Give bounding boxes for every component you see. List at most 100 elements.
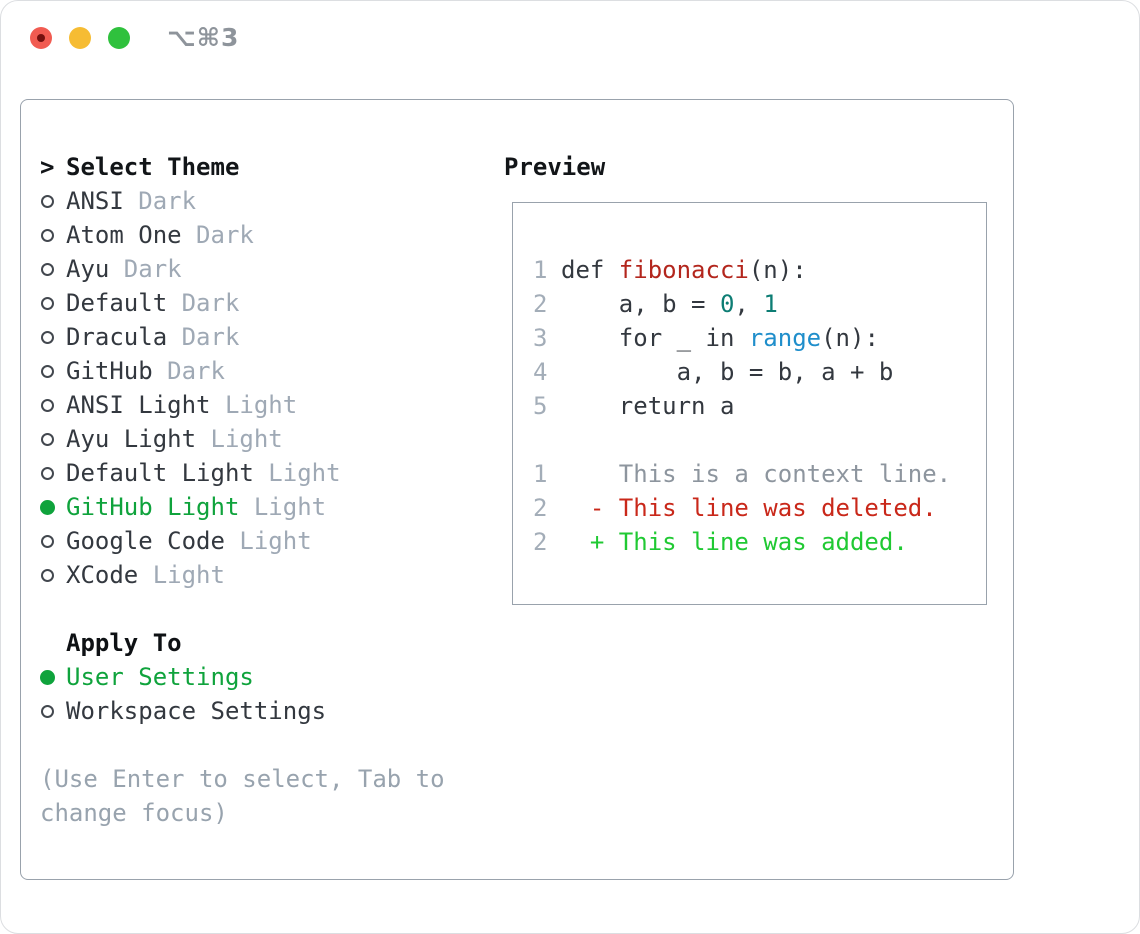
theme-variant-label: Dark: [167, 323, 240, 351]
theme-variant-label: Light: [253, 459, 341, 487]
code-segment-plain: return a: [561, 392, 735, 420]
code-segment-plain: def: [561, 256, 619, 284]
theme-option-label: GitHub Light: [66, 493, 240, 521]
code-segment-context: This is a context line.: [561, 460, 952, 488]
theme-option-label: Google Code: [66, 527, 225, 555]
theme-option-default[interactable]: Default Dark: [40, 286, 500, 320]
apply-option-workspace-settings[interactable]: Workspace Settings: [40, 694, 500, 728]
theme-option-label: GitHub: [66, 357, 153, 385]
line-number: 3: [533, 324, 548, 352]
apply-to-header: Apply To: [40, 626, 500, 660]
code-segment-plain: ,: [734, 290, 764, 318]
close-button[interactable]: [30, 27, 52, 49]
theme-option-label: XCode: [66, 561, 139, 589]
theme-option-default-light[interactable]: Default Light Light: [40, 456, 500, 490]
line-number: 1: [533, 460, 548, 488]
theme-option-google-code[interactable]: Google Code Light: [40, 524, 500, 558]
line-number: 2: [533, 290, 548, 318]
theme-option-xcode[interactable]: XCode Light: [40, 558, 500, 592]
line-number: 2: [533, 494, 548, 522]
code-segment-plain: for _ in: [561, 324, 749, 352]
line-number: 5: [533, 392, 548, 420]
theme-option-github-light[interactable]: GitHub Light Light: [40, 490, 500, 524]
preview-line: [533, 423, 986, 457]
radio-icon: [40, 704, 66, 718]
theme-option-label: Ayu: [66, 255, 110, 283]
theme-option-github[interactable]: GitHub Dark: [40, 354, 500, 388]
theme-option-label: Ayu Light: [66, 425, 197, 453]
code-segment-deleted: - This line was deleted.: [561, 494, 937, 522]
apply-option-user-settings[interactable]: User Settings: [40, 660, 500, 694]
radio-icon: [40, 296, 66, 310]
minimize-button[interactable]: [69, 27, 91, 49]
zoom-button[interactable]: [108, 27, 130, 49]
theme-option-ansi[interactable]: ANSI Dark: [40, 184, 500, 218]
preview-line: 5 return a: [533, 389, 986, 423]
apply-option-label: User Settings: [66, 663, 254, 691]
theme-variant-label: Dark: [123, 187, 197, 215]
theme-option-ansi-light[interactable]: ANSI Light Light: [40, 388, 500, 422]
code-segment-plain: (n):: [748, 256, 807, 284]
apply-to-title: Apply To: [66, 629, 182, 657]
theme-variant-label: Light: [210, 391, 298, 419]
theme-option-ayu-light[interactable]: Ayu Light Light: [40, 422, 500, 456]
radio-icon: [40, 466, 66, 480]
radio-icon: [40, 432, 66, 446]
theme-option-dracula[interactable]: Dracula Dark: [40, 320, 500, 354]
apply-option-label: Workspace Settings: [66, 697, 327, 725]
radio-icon: [40, 398, 66, 412]
radio-icon: [40, 568, 66, 582]
radio-icon: [40, 330, 66, 344]
preview-line: 2 a, b = 0, 1: [533, 287, 986, 321]
select-theme-title: Select Theme: [66, 153, 240, 181]
radio-icon: [40, 534, 66, 548]
theme-option-label: Dracula: [66, 323, 168, 351]
theme-option-atom-one[interactable]: Atom One Dark: [40, 218, 500, 252]
radio-icon: [40, 364, 66, 378]
preview-line: 2 - This line was deleted.: [533, 491, 986, 525]
code-segment-plain: a, b = b, a + b: [561, 358, 894, 386]
selected-radio-icon: [40, 669, 66, 685]
code-segment-function: fibonacci: [618, 256, 749, 284]
theme-variant-label: Light: [224, 527, 312, 555]
theme-option-ayu[interactable]: Ayu Dark: [40, 252, 500, 286]
theme-variant-label: Light: [239, 493, 327, 521]
theme-variant-label: Dark: [167, 289, 240, 317]
preview-title: Preview: [504, 153, 606, 181]
titlebar: ⌥⌘3: [1, 1, 1139, 76]
preview-line: 1 def fibonacci(n):: [533, 253, 986, 287]
theme-variant-label: Light: [196, 425, 283, 453]
theme-option-label: Default Light: [66, 459, 254, 487]
keyboard-hint: (Use Enter to select, Tab to change focu…: [40, 765, 445, 827]
theme-option-label: ANSI Light: [66, 391, 211, 419]
theme-variant-label: Dark: [152, 357, 225, 385]
code-segment-plain: a, b =: [561, 290, 720, 318]
theme-variant-label: Dark: [181, 221, 254, 249]
selected-radio-icon: [40, 499, 66, 515]
code-segment-added: + This line was added.: [561, 528, 908, 556]
theme-variant-label: Light: [138, 561, 225, 589]
theme-option-label: Atom One: [66, 221, 182, 249]
window-title: ⌥⌘3: [167, 23, 240, 52]
prompt-arrow-icon: >: [40, 153, 55, 181]
code-segment-builtin: range: [748, 324, 822, 352]
radio-icon: [40, 228, 66, 242]
preview-line: 4 a, b = b, a + b: [533, 355, 986, 389]
radio-icon: [40, 194, 66, 208]
line-number: 2: [533, 528, 548, 556]
code-segment-plain: (n):: [821, 324, 879, 352]
theme-option-label: Default: [66, 289, 168, 317]
line-number: 4: [533, 358, 548, 386]
preview-line: 1 This is a context line.: [533, 457, 986, 491]
code-segment-number: 0: [719, 290, 735, 318]
code-segment-number: 1: [763, 290, 778, 318]
close-button-dot: [37, 34, 45, 42]
line-number: 1: [533, 256, 548, 284]
select-theme-header: > Select Theme: [40, 150, 500, 184]
theme-variant-label: Dark: [109, 255, 182, 283]
